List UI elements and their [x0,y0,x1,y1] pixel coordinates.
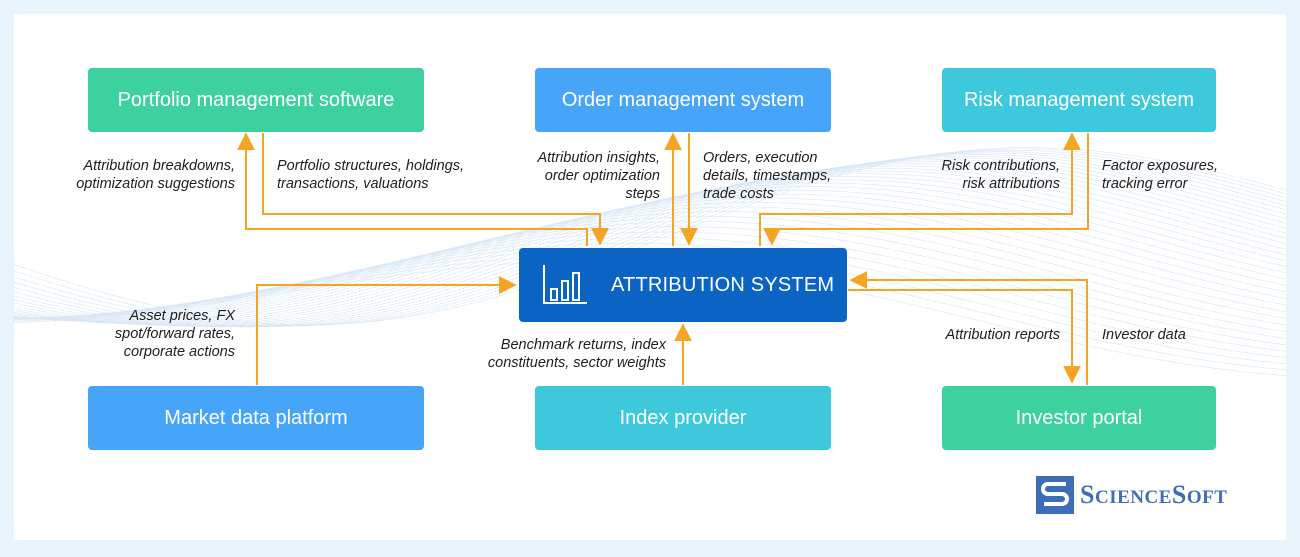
bar-chart-icon [543,265,587,304]
arrow-investor-to-attribution [849,271,1088,385]
arrow-attribution-to-portfolio [237,132,588,246]
wave-line [13,163,1287,326]
wave-line [13,157,1287,327]
label-investor-data: Investor data [1102,327,1186,343]
label-attribution-reports: Attribution reports [945,327,1060,343]
wave-line [13,190,1287,320]
label-risk-contributions: Risk contributions, risk attributions [941,158,1060,192]
label-attribution-insights: Attribution insights, order optimization… [537,150,660,202]
node-index-provider: Index provider [535,386,831,450]
node-label: Risk management system [963,88,1195,111]
wave-line [13,148,1287,326]
wave-line [13,165,1287,326]
wave-line [13,202,1287,319]
node-market-data: Market data platform [88,386,424,450]
sciencesoft-mark-icon [1036,476,1074,514]
wave-line [13,159,1287,327]
attribution-system-label: ATTRIBUTION SYSTEM [611,273,835,296]
node-order-management: Order management system [535,68,831,132]
node-attribution-system: ATTRIBUTION SYSTEM [519,248,847,322]
node-label: Market data platform [164,406,348,429]
node-label: Index provider [619,406,747,429]
wave-line [13,237,1287,352]
label-orders-execution: Orders, execution details, timestamps, t… [703,150,832,202]
node-label: Order management system [561,88,805,111]
node-portfolio-management: Portfolio management software [88,68,424,132]
sciencesoft-logo: SCIENCESOFT [1036,476,1227,514]
label-attribution-breakdowns: Attribution breakdowns, optimization sug… [76,158,235,192]
arrow-attribution-to-investor [848,289,1081,384]
wave-line [13,150,1287,327]
node-label: Portfolio management software [117,88,395,111]
label-asset-prices: Asset prices, FX spot/forward rates, cor… [114,308,235,360]
arrow-market-to-attribution [256,276,517,385]
wave-line [13,193,1287,320]
wave-line [13,197,1287,319]
label-factor-exposures: Factor exposures, tracking error [1102,158,1219,192]
node-label: Investor portal [1015,406,1143,429]
wave-line [13,206,1287,319]
arrow-risk-to-attribution [763,133,1089,246]
wave-line [13,161,1287,327]
arrow-attribution-to-risk [759,132,1081,246]
wave-line [13,211,1287,319]
logo-wordmark: SCIENCESOFT [1080,480,1228,509]
node-risk-management: Risk management system [942,68,1216,132]
wave-line [13,243,1287,358]
node-investor-portal: Investor portal [942,386,1216,450]
wave-line [13,186,1287,321]
label-benchmark-returns: Benchmark returns, index constituents, s… [487,337,666,371]
label-portfolio-structures: Portfolio structures, holdings, transact… [277,158,464,192]
wave-line [13,182,1287,322]
arrow-portfolio-to-attribution [262,133,609,246]
